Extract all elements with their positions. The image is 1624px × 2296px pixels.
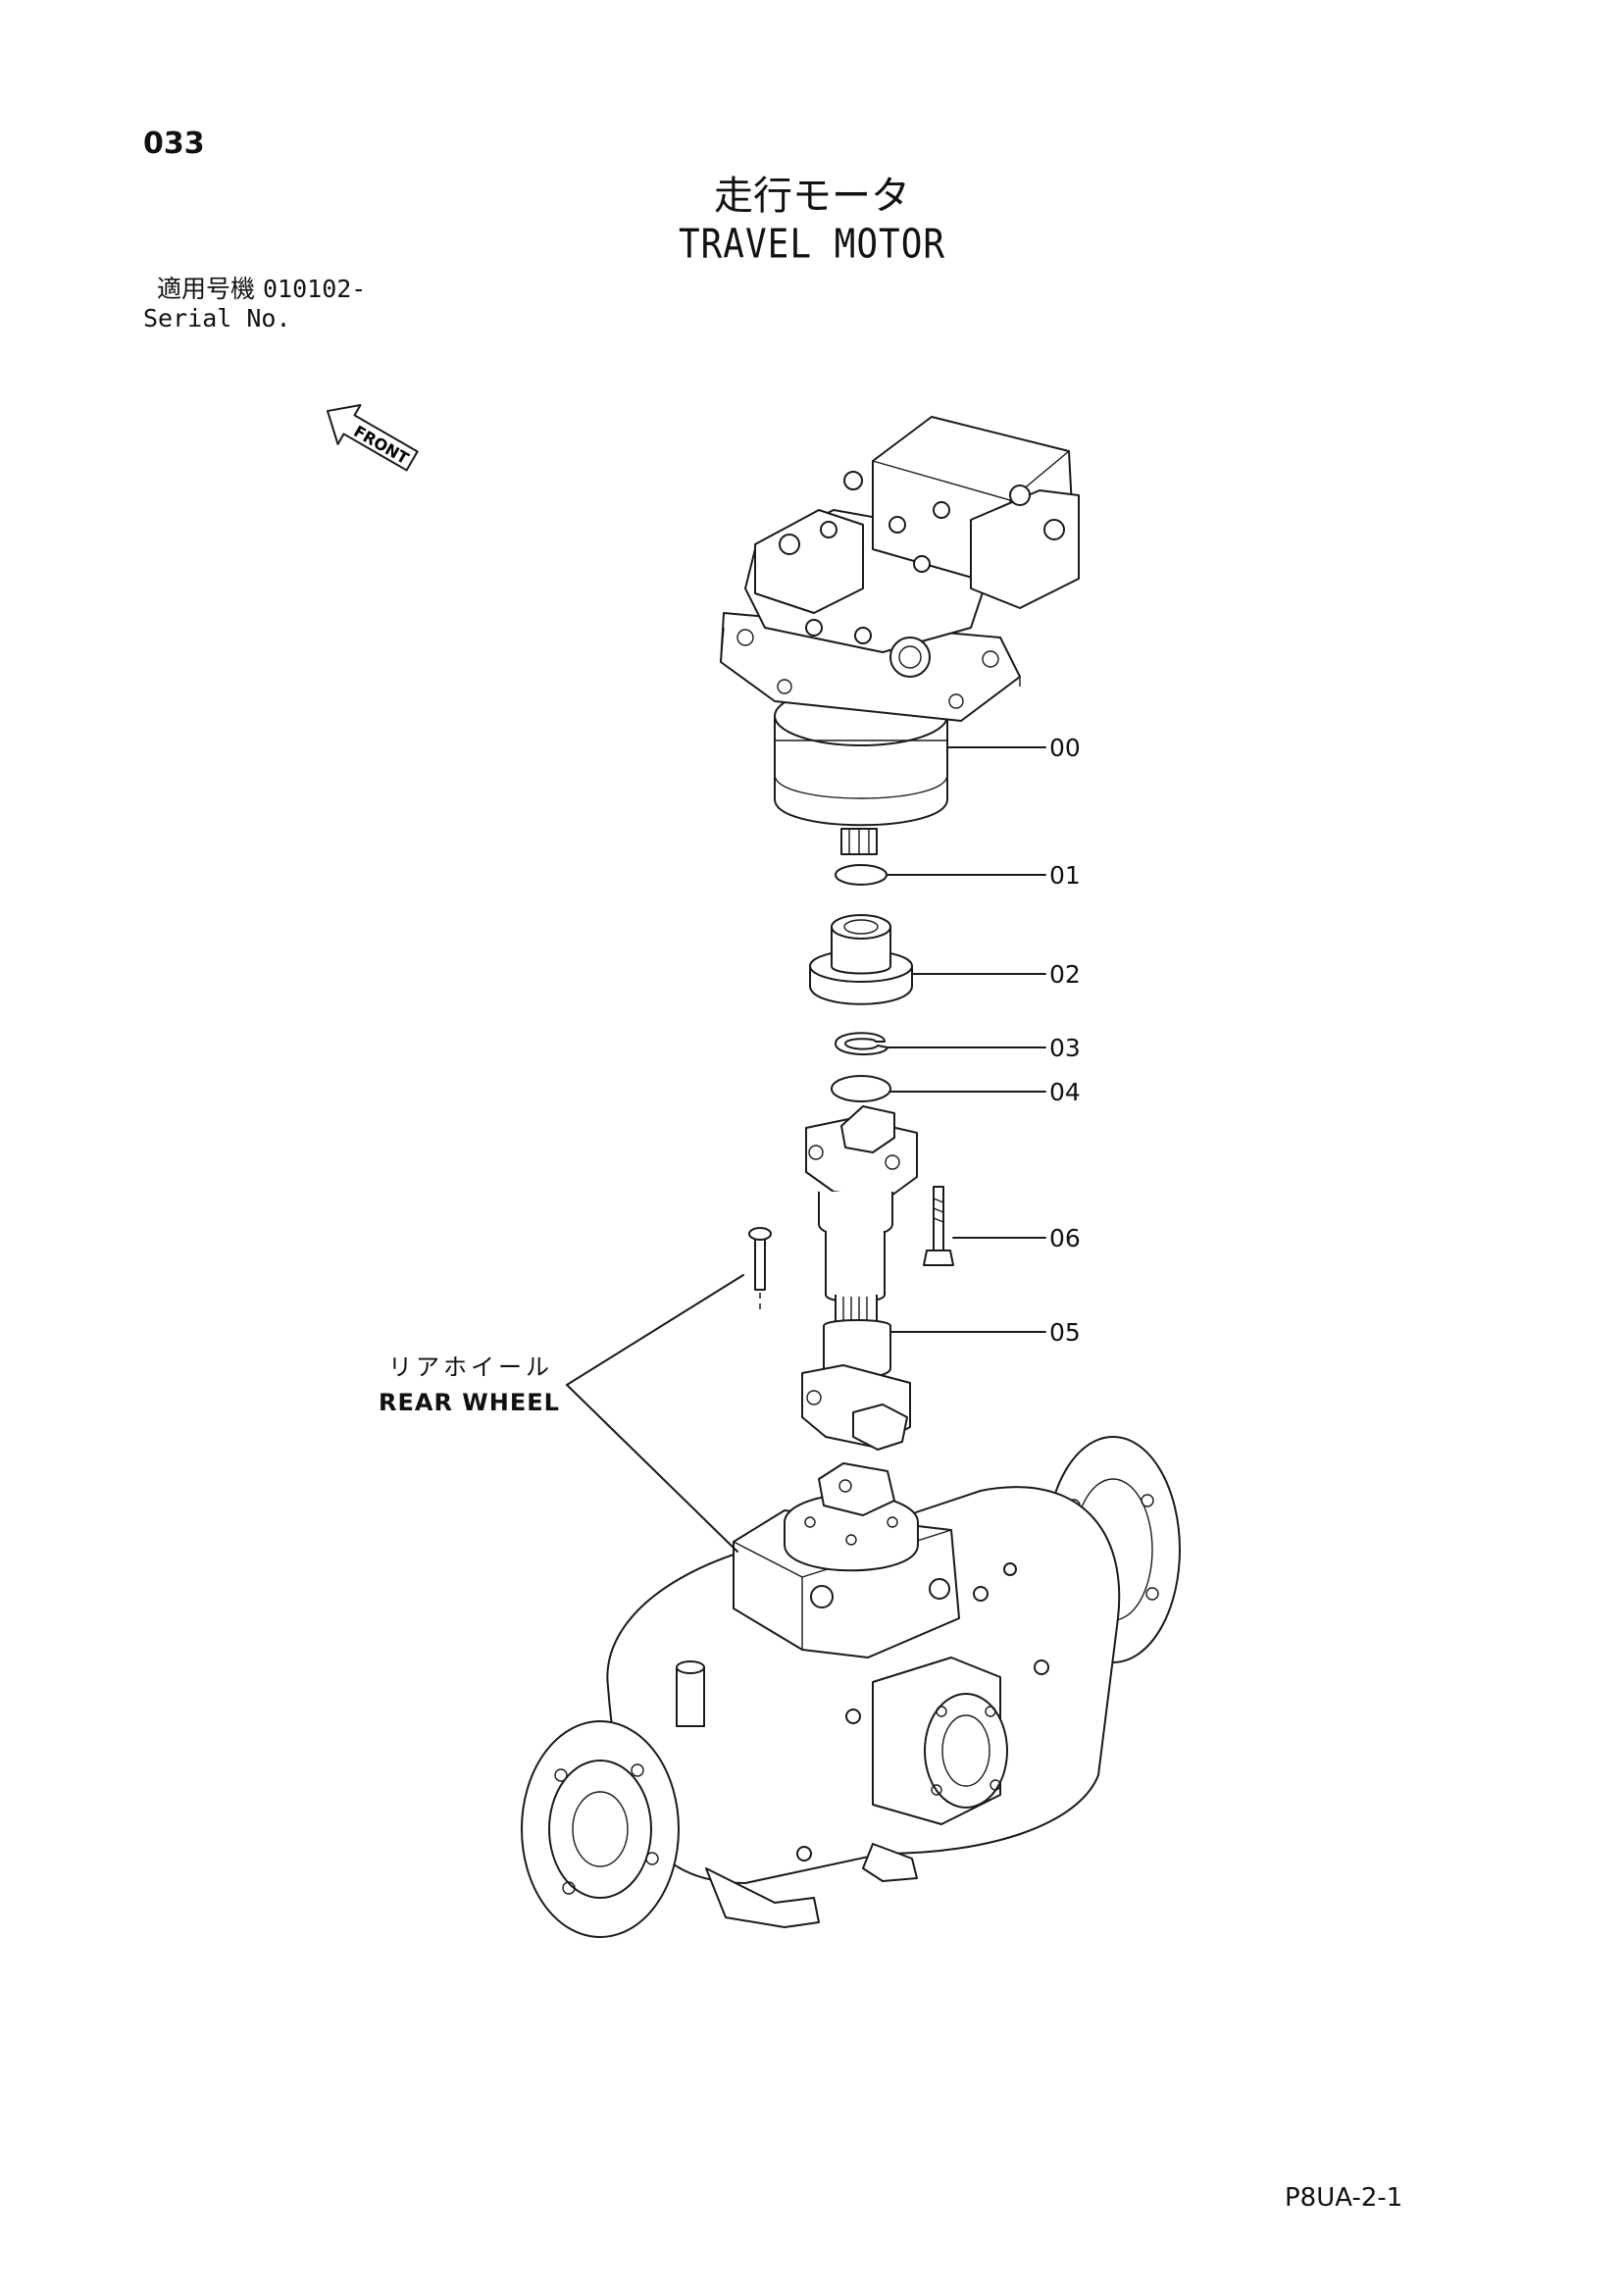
footer-code: P8UA-2-1: [1285, 2183, 1403, 2213]
callout-04: 04: [1049, 1078, 1081, 1106]
callout-02: 02: [1049, 960, 1081, 989]
part-06-bolt: [924, 1187, 953, 1265]
part-02-coupling: [810, 915, 912, 1004]
rear-wheel-bolt: [749, 1228, 771, 1314]
page-title-en: TRAVEL MOTOR: [678, 221, 946, 268]
callout-leaders: [567, 747, 1045, 1552]
part-03-snap-ring: [836, 1033, 888, 1054]
page-number: 033: [143, 127, 205, 161]
part-04-seal: [832, 1076, 890, 1101]
callout-00: 00: [1049, 734, 1081, 762]
serial-number: 010102-: [263, 275, 367, 303]
part-01-o-ring: [836, 865, 887, 885]
callout-06: 06: [1049, 1224, 1081, 1252]
callout-03: 03: [1049, 1034, 1081, 1062]
part-00-travel-motor: [721, 417, 1079, 854]
rear-wheel-label-jp: リアホイール: [388, 1353, 553, 1381]
rear-wheel-label-en: REAR WHEEL: [379, 1389, 560, 1416]
callout-01: 01: [1049, 861, 1081, 890]
front-arrow-icon: FRONT: [316, 392, 424, 481]
serial-label-jp: 適用号機: [157, 275, 256, 303]
page-title-jp: 走行モータ: [714, 174, 910, 219]
part-05-propeller-shaft: [802, 1106, 917, 1450]
callout-labels: 00 01 02 03 04 06 05: [1049, 734, 1081, 1347]
serial-label-en: Serial No.: [143, 304, 291, 332]
rear-wheel-axle: [522, 1437, 1180, 1937]
callout-05: 05: [1049, 1318, 1081, 1347]
